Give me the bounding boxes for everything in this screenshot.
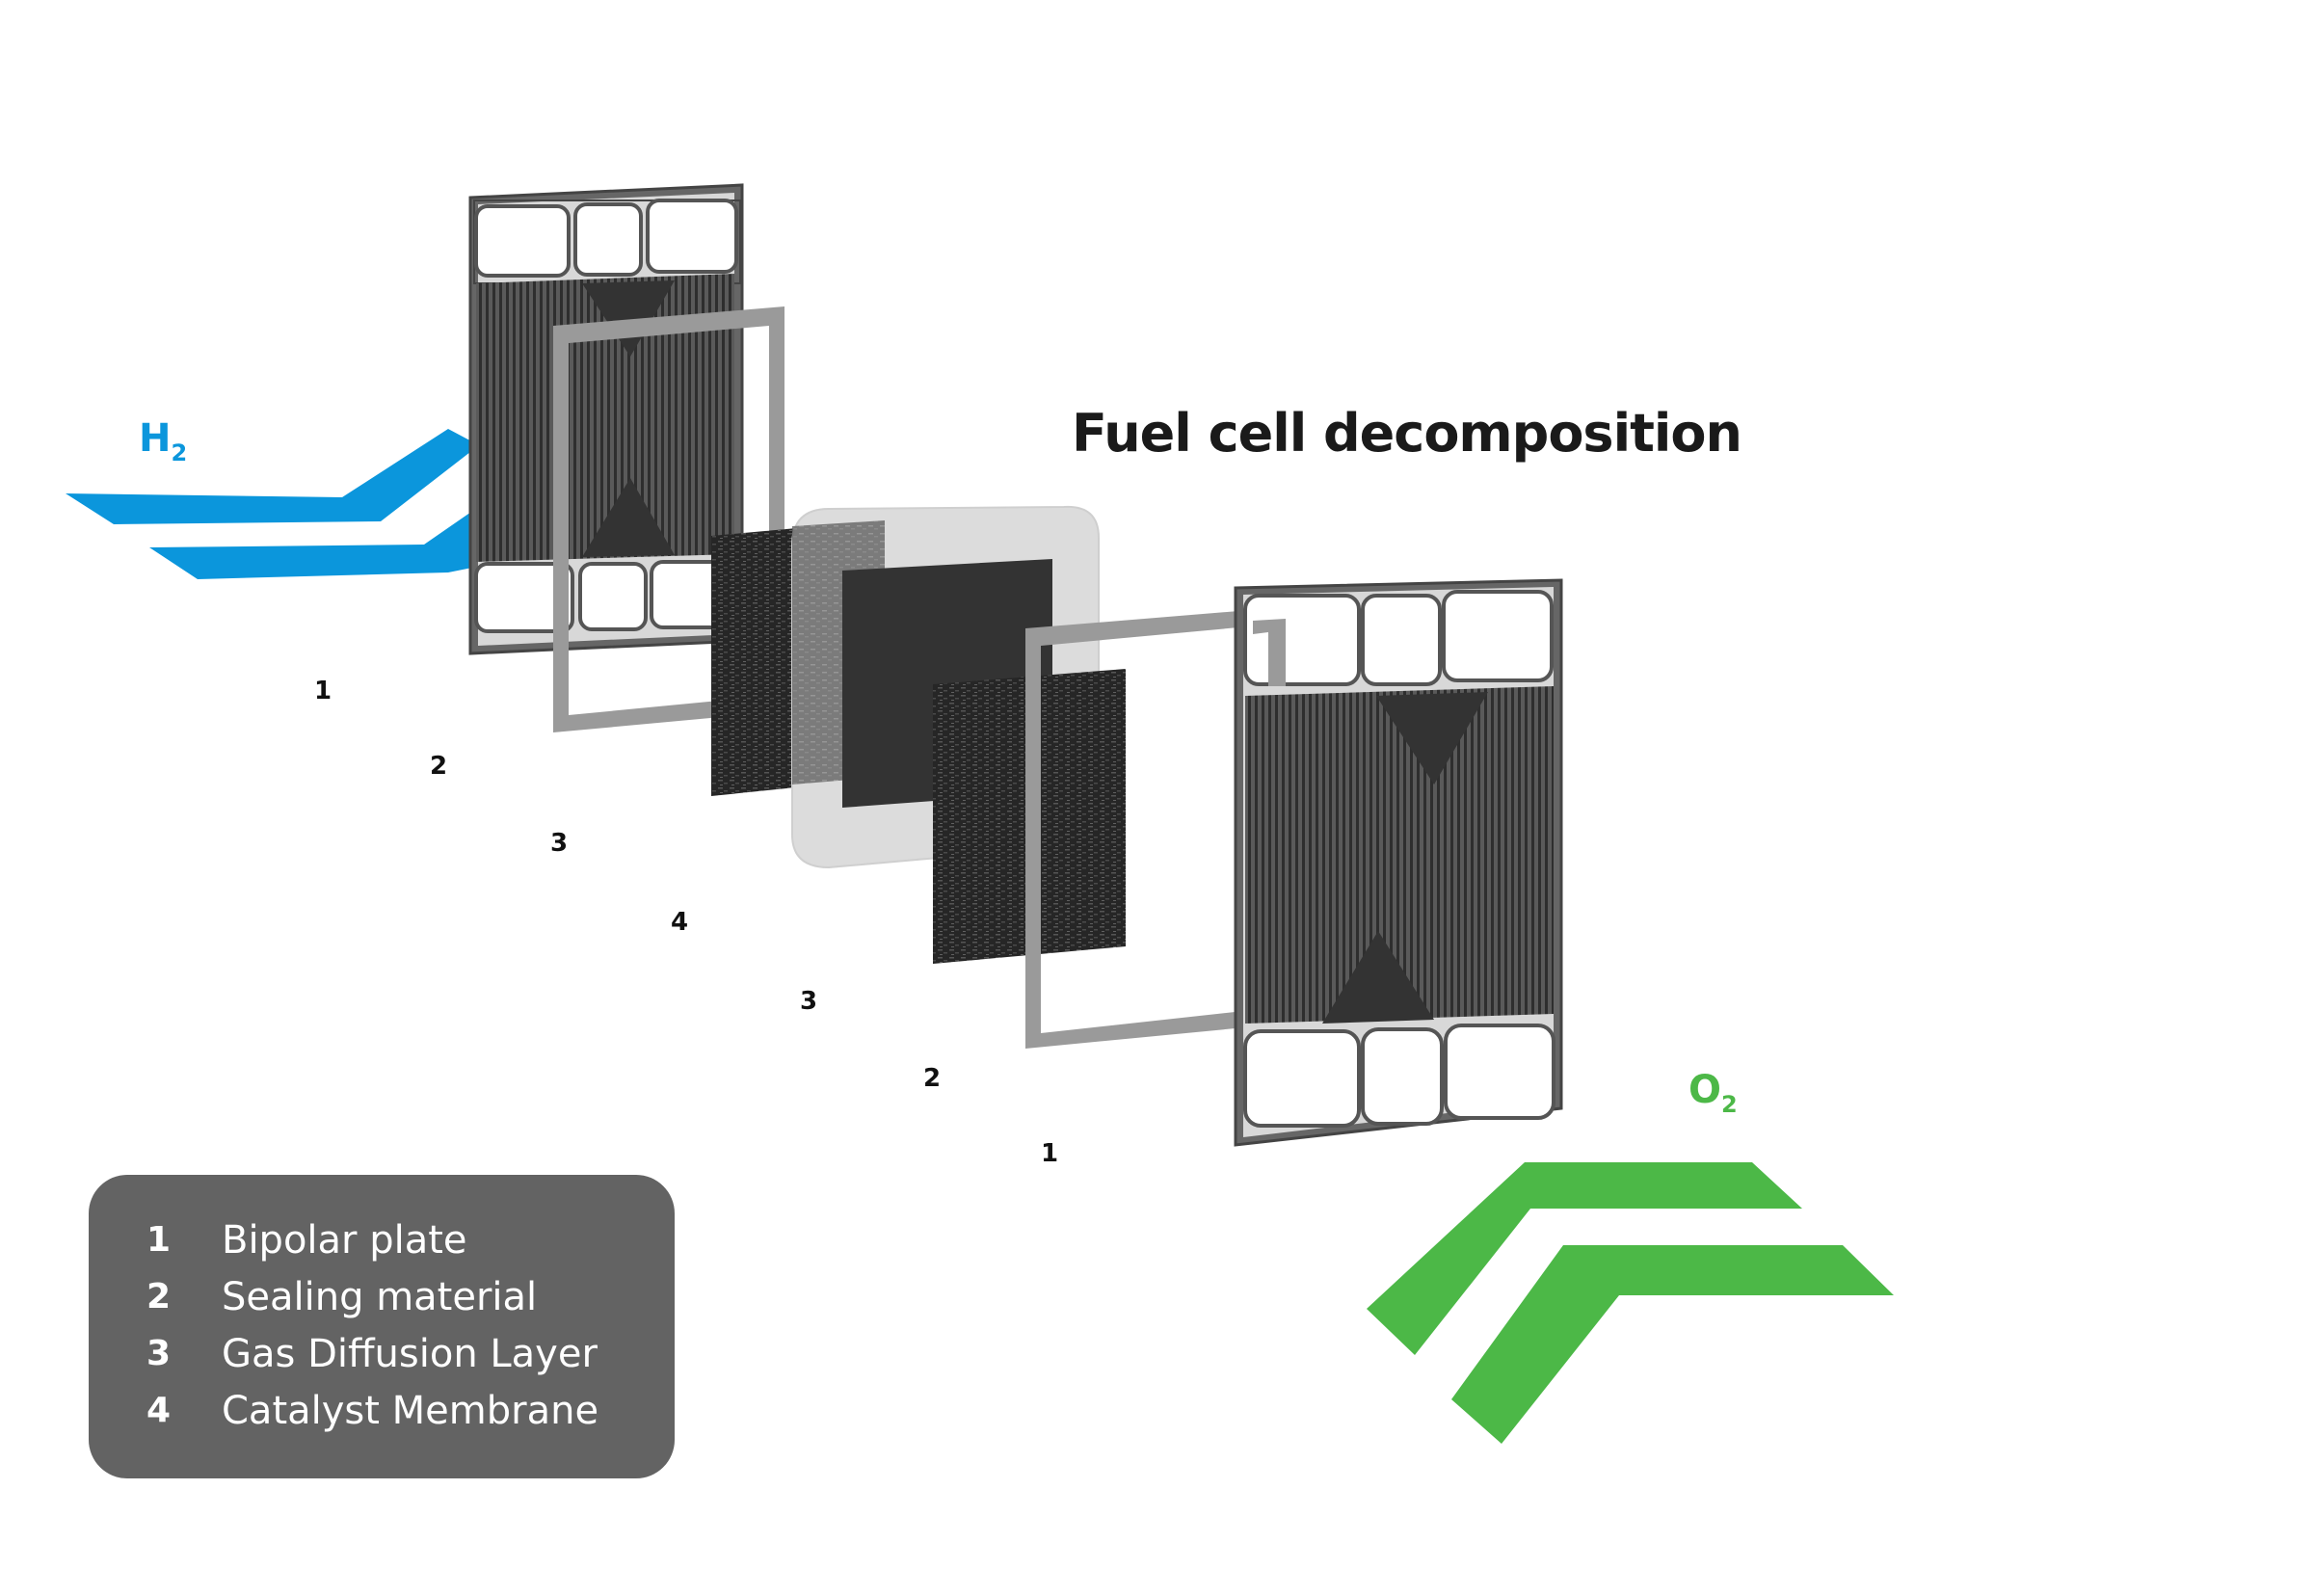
legend-label: Bipolar plate (222, 1217, 467, 1263)
diagram-title: Fuel cell decomposition (1072, 403, 1742, 464)
oxygen-symbol: O (1688, 1068, 1722, 1112)
hydrogen-arrow-lower (149, 501, 487, 579)
legend-item: 4 Catalyst Membrane (146, 1382, 675, 1439)
legend-label: Gas Diffusion Layer (222, 1331, 598, 1376)
oxygen-flow-arrows (1367, 1162, 1894, 1444)
legend-item: 1 Bipolar plate (146, 1211, 675, 1268)
oxygen-arrow-upper (1367, 1162, 1802, 1355)
oxygen-subscript: 2 (1721, 1091, 1738, 1118)
legend-number: 3 (146, 1334, 172, 1373)
layer-number-bipolar-right: 1 (1040, 1139, 1059, 1168)
layer-number-seal-left: 2 (429, 752, 448, 781)
layer-number-gdl-right: 3 (799, 987, 818, 1016)
legend-item: 2 Sealing material (146, 1268, 675, 1325)
hydrogen-label: H2 (139, 416, 187, 466)
bipolar-plate-left (468, 183, 744, 655)
legend-item: 3 Gas Diffusion Layer (146, 1325, 675, 1382)
hydrogen-flow-arrows (66, 429, 487, 579)
legend-label: Sealing material (222, 1274, 538, 1319)
layer-number-gdl-left: 3 (549, 829, 569, 858)
bipolar-plate-right (1234, 578, 1563, 1147)
layer-number-membrane: 4 (670, 908, 689, 937)
hydrogen-arrow-upper (66, 429, 479, 524)
legend-number: 1 (146, 1220, 172, 1260)
hydrogen-symbol: H (139, 416, 172, 461)
layer-number-seal-right: 2 (922, 1064, 942, 1093)
oxygen-label: O2 (1688, 1068, 1738, 1118)
legend-box: 1 Bipolar plate 2 Sealing material 3 Gas… (89, 1175, 675, 1478)
layer-number-bipolar-left: 1 (313, 677, 332, 705)
legend-number: 2 (146, 1277, 172, 1317)
legend-number: 4 (146, 1391, 172, 1430)
hydrogen-subscript: 2 (171, 439, 188, 466)
oxygen-arrow-lower (1451, 1245, 1894, 1444)
legend-label: Catalyst Membrane (222, 1388, 599, 1433)
